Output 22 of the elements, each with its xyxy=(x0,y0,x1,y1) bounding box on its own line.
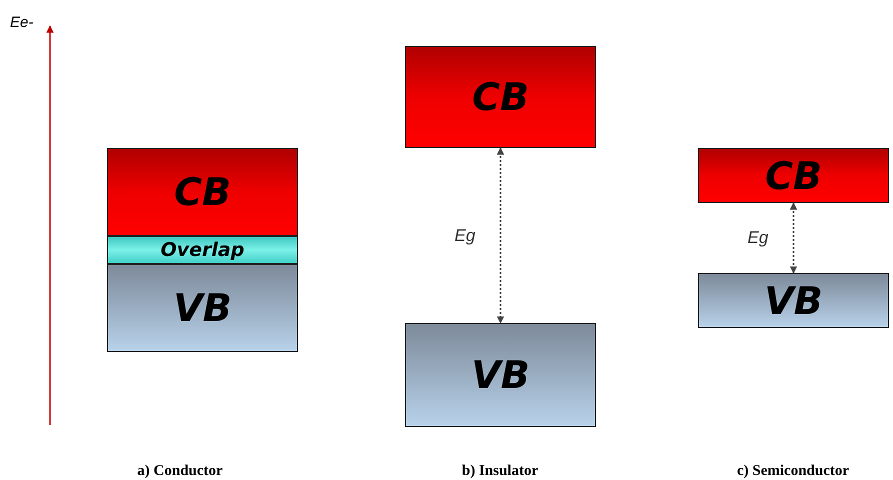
band-label: CB xyxy=(472,78,529,116)
conduction-band xyxy=(698,148,889,203)
band-label: VB xyxy=(764,282,823,320)
conduction-band xyxy=(107,148,298,236)
valence-band xyxy=(698,273,889,328)
band-label: VB xyxy=(173,289,232,327)
band-label: CB xyxy=(765,156,822,194)
edge-label: Eg xyxy=(746,229,770,246)
valence-band xyxy=(405,323,596,427)
axis-label: Ee- xyxy=(10,13,34,33)
edge-label: Eg xyxy=(452,226,478,244)
band-label: CB xyxy=(174,173,231,211)
double-arrow xyxy=(790,202,798,274)
band-label: Overlap xyxy=(160,240,244,260)
conduction-band xyxy=(405,46,596,148)
double-arrow xyxy=(496,147,504,324)
band-label: VB xyxy=(471,356,530,394)
caption: a) Conductor xyxy=(136,462,224,480)
overlap-band xyxy=(107,236,298,264)
valence-band xyxy=(107,264,298,352)
caption: c) Semiconductor xyxy=(736,462,850,480)
caption: b) Insulator xyxy=(460,462,540,480)
